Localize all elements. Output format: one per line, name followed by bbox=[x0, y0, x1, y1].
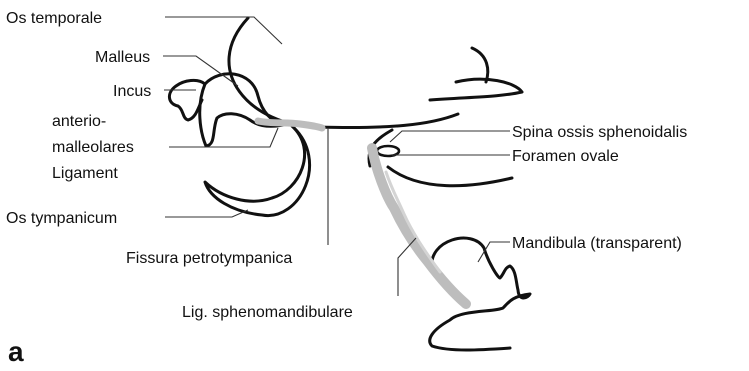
label-mandibula: Mandibula (transparent) bbox=[512, 235, 682, 252]
sphenoid-process-outline bbox=[472, 48, 488, 82]
label-os-temporale: Os temporale bbox=[6, 10, 102, 27]
leader-spina bbox=[390, 131, 510, 142]
leader-os-temporale bbox=[165, 17, 282, 44]
label-ligament-line3: Ligament bbox=[52, 165, 118, 182]
leader-os-tympanicum bbox=[165, 210, 248, 217]
label-spina: Spina ossis sphenoidalis bbox=[512, 124, 687, 141]
sphenoid-wing-outline bbox=[430, 79, 522, 100]
os-tympanicum-outline bbox=[205, 126, 310, 216]
label-malleus: Malleus bbox=[95, 49, 150, 66]
sphenoid-lower-outline bbox=[388, 167, 512, 186]
mandibula-outline bbox=[430, 238, 530, 350]
leader-ligament bbox=[169, 128, 278, 147]
label-ligament-line2: malleolares bbox=[52, 139, 134, 156]
label-foramen: Foramen ovale bbox=[512, 148, 619, 165]
panel-label: a bbox=[8, 336, 24, 367]
label-os-tympanicum: Os tympanicum bbox=[6, 210, 117, 227]
label-lig-spheno: Lig. sphenomandibulare bbox=[182, 304, 353, 321]
malleus-outline bbox=[200, 74, 283, 146]
label-incus: Incus bbox=[113, 83, 151, 100]
label-ligament-line1: anterio- bbox=[52, 113, 106, 130]
label-fissura: Fissura petrotympanica bbox=[126, 250, 292, 267]
